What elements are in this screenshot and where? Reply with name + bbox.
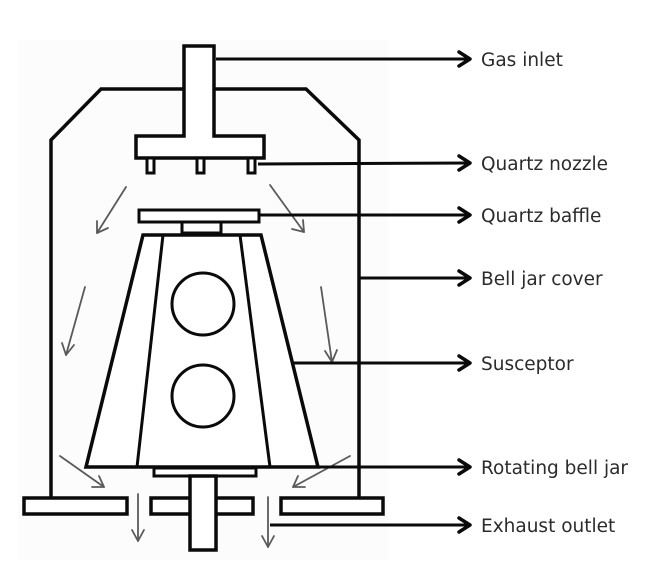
callout-quartz-baffle: Quartz baffle xyxy=(260,206,601,227)
label-gas-inlet: Gas inlet xyxy=(481,50,563,71)
flow-arrow-icon xyxy=(61,286,86,356)
callout-susceptor: Susceptor xyxy=(294,354,574,375)
flow-arrow-icon xyxy=(261,496,275,548)
label-quartz-nozzle: Quartz nozzle xyxy=(481,154,608,175)
quartz-nozzle xyxy=(246,156,257,175)
callout-gas-inlet: Gas inlet xyxy=(216,50,563,71)
callout-rotating-bell-jar: Rotating bell jar xyxy=(318,458,628,479)
arrow-right-icon xyxy=(457,154,472,172)
quartz-nozzles xyxy=(145,156,257,175)
flow-arrow-icon xyxy=(131,493,145,542)
callout-exhaust-outlet: Exhaust outlet xyxy=(270,516,615,537)
arrow-right-icon xyxy=(457,50,472,68)
susceptor-facet-line xyxy=(238,234,272,468)
quartz-nozzle xyxy=(195,156,206,175)
arrow-right-icon xyxy=(457,458,472,476)
flow-arrow-icon xyxy=(96,186,127,234)
arrow-right-icon xyxy=(457,206,472,224)
gas-inlet-manifold xyxy=(134,44,266,160)
arrow-right-icon xyxy=(457,516,472,534)
susceptor-facet-line xyxy=(135,234,165,468)
wafer xyxy=(170,271,236,337)
label-susceptor: Susceptor xyxy=(481,354,574,375)
arrow-right-icon xyxy=(457,269,472,287)
base-plate-left xyxy=(22,496,129,516)
label-quartz-baffle: Quartz baffle xyxy=(481,206,601,227)
label-bell-jar-cover: Bell jar cover xyxy=(481,269,603,290)
callout-quartz-nozzle: Quartz nozzle xyxy=(257,154,608,175)
arrow-right-icon xyxy=(457,354,472,372)
flow-arrow-icon xyxy=(59,455,105,488)
wafer xyxy=(170,363,236,429)
quartz-baffle xyxy=(137,208,261,224)
quartz-nozzle xyxy=(145,156,156,175)
baffle-mount xyxy=(180,220,223,235)
label-rotating-bell-jar: Rotating bell jar xyxy=(481,458,628,479)
callout-bell-jar-cover: Bell jar cover xyxy=(359,269,603,290)
flow-arrow-icon xyxy=(292,455,351,488)
flow-arrow-icon xyxy=(269,184,305,233)
rotation-shaft xyxy=(188,474,218,552)
base-plate-right xyxy=(279,496,385,516)
callouts: Gas inlet Quartz nozzle Quartz baffle Be… xyxy=(216,50,628,537)
label-exhaust-outlet: Exhaust outlet xyxy=(481,516,615,537)
gas-flow-arrows xyxy=(59,184,351,548)
